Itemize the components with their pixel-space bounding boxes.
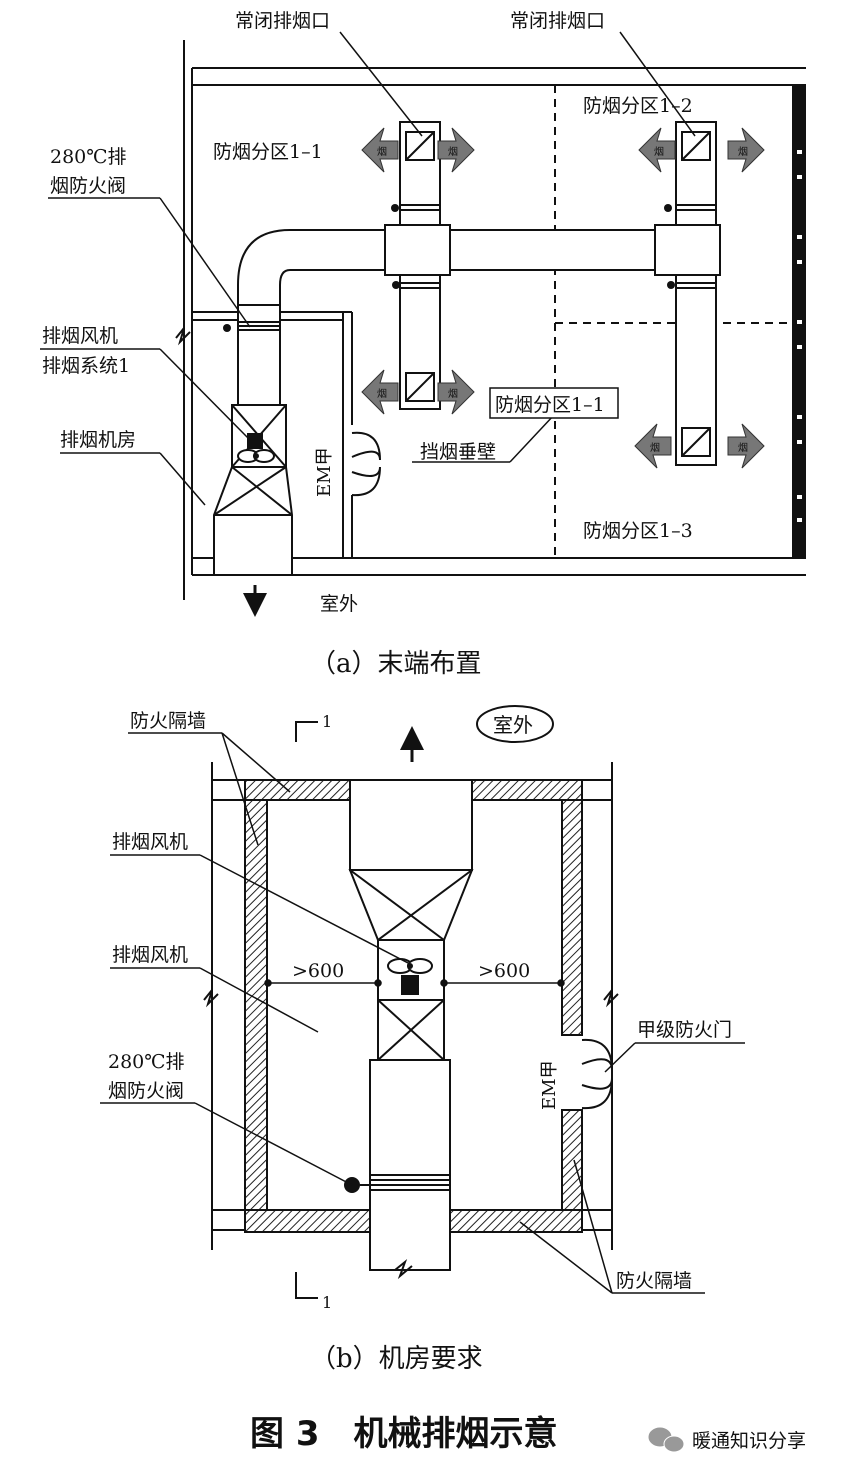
building-walls-b xyxy=(211,762,613,1250)
dimension-lines xyxy=(264,979,565,987)
damper-label-b-1: 280℃排 xyxy=(108,1051,185,1073)
main-duct xyxy=(237,224,721,306)
leader-lines-b xyxy=(100,732,745,1294)
smoke-zone-borders xyxy=(554,85,792,558)
door-label-b: 甲级防火门 xyxy=(637,1019,732,1041)
fan-label-a-1: 排烟风机 xyxy=(42,325,118,347)
figure-title: 图 3 机械排烟示意 xyxy=(250,1414,558,1454)
dim-label-left: >600 xyxy=(292,960,344,982)
outdoor-label-a: 室外 xyxy=(320,593,358,615)
damper-dots-a xyxy=(223,204,675,332)
smoke-vent-outlets xyxy=(405,131,711,457)
fan-label-b-2: 排烟风机 xyxy=(112,944,188,966)
section-top-number: 1 xyxy=(322,712,332,731)
labels-a: 常闭排烟口 常闭排烟口 防烟分区1–2 防烟分区1–1 280℃排 烟防火阀 排… xyxy=(42,10,693,615)
building-walls-a xyxy=(183,40,806,600)
svg-text:烟: 烟 xyxy=(377,387,387,400)
fan-label-a-2: 排烟系统1 xyxy=(42,355,130,377)
svg-text:烟: 烟 xyxy=(377,145,387,158)
diagram-b: 1 1 室外 xyxy=(100,705,745,1374)
damper-label-a-2: 烟防火阀 xyxy=(50,175,126,197)
section-markers xyxy=(295,721,318,1299)
smoke-arrow-glyphs: 烟 烟 烟 烟 烟 烟 烟 烟 xyxy=(377,145,748,454)
svg-text:烟: 烟 xyxy=(448,145,458,158)
wall-break-mark-b-right xyxy=(603,989,619,1008)
wall-break-mark-b-left xyxy=(203,989,219,1008)
fire-wall-top-label: 防火隔墙 xyxy=(130,710,206,732)
watermark: 暖通知识分享 xyxy=(647,1426,806,1453)
wechat-icon xyxy=(647,1426,685,1453)
outdoor-bubble xyxy=(476,705,554,743)
smoke-curtain-label: 挡烟垂壁 xyxy=(420,441,496,463)
fire-door-a xyxy=(351,431,381,497)
vent-label-1: 常闭排烟口 xyxy=(235,10,330,32)
fire-walls-hatched xyxy=(244,779,583,1233)
fire-wall-bottom-label: 防火隔墙 xyxy=(616,1270,692,1292)
diagram-a: EM甲 烟 烟 烟 烟 烟 烟 烟 烟 xyxy=(40,10,806,679)
svg-text:烟: 烟 xyxy=(650,441,660,454)
fan-icon-b xyxy=(387,958,433,995)
exhaust-fan-assembly-a xyxy=(213,304,293,576)
outdoor-label-b: 室外 xyxy=(493,713,533,737)
dim-label-right: >600 xyxy=(478,960,530,982)
vent-label-2: 常闭排烟口 xyxy=(510,10,605,32)
section-bottom-number: 1 xyxy=(322,1293,332,1312)
svg-text:烟: 烟 xyxy=(738,441,748,454)
svg-text:烟: 烟 xyxy=(738,145,748,158)
fan-icon-a xyxy=(237,433,275,463)
svg-text:烟: 烟 xyxy=(654,145,664,158)
fire-door-b xyxy=(581,1038,613,1110)
damper-label-b-2: 烟防火阀 xyxy=(108,1080,184,1102)
fan-room-label: 排烟机房 xyxy=(60,429,136,451)
leader-lines-a xyxy=(40,31,696,506)
zone-1-1-mid-label: 防烟分区1–1 xyxy=(495,394,605,416)
labels-b: 防火隔墙 排烟风机 排烟风机 >600 >600 甲级防火门 280℃排 烟防火… xyxy=(108,710,732,1292)
svg-text:烟: 烟 xyxy=(448,387,458,400)
right-wall-slots xyxy=(797,150,802,522)
caption-b: （b）机房要求 xyxy=(310,1344,483,1374)
zone-1-1-mid-box xyxy=(489,387,619,419)
watermark-text: 暖通知识分享 xyxy=(692,1430,806,1452)
door-code-label-b: EM甲 xyxy=(539,1060,560,1110)
smoke-arrow-icons xyxy=(361,127,765,469)
zone-1-1-top-label: 防烟分区1–1 xyxy=(213,141,323,163)
damper-label-a-1: 280℃排 xyxy=(50,146,127,168)
fan-label-b-1: 排烟风机 xyxy=(112,831,188,853)
zone-1-2-label: 防烟分区1–2 xyxy=(583,95,693,117)
zone-1-3-label: 防烟分区1–3 xyxy=(583,520,693,542)
door-code-label-a: EM甲 xyxy=(314,447,335,497)
caption-a: （a）末端布置 xyxy=(310,649,482,679)
wall-break-mark-a xyxy=(175,327,191,346)
exhaust-fan-assembly-b xyxy=(348,779,474,1280)
